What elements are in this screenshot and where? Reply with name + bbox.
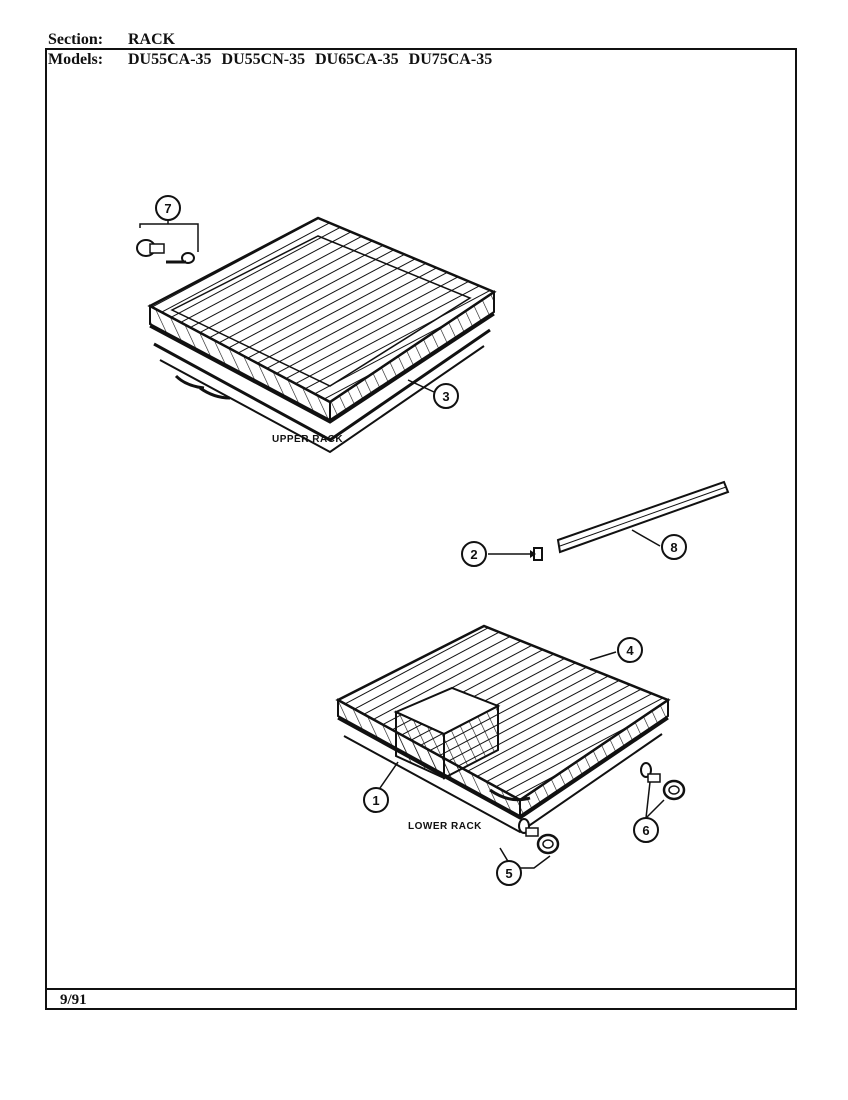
callout-4: 4 — [617, 637, 643, 663]
leader-line — [379, 761, 399, 789]
model-number: DU55CA-35 — [128, 51, 212, 68]
callout-6: 6 — [633, 817, 659, 843]
callout-8: 8 — [661, 534, 687, 560]
callout-5: 5 — [496, 860, 522, 886]
leader-arrow — [530, 550, 536, 558]
callout-7: 7 — [155, 195, 181, 221]
section-value: RACK — [128, 31, 176, 48]
callout-1: 1 — [363, 787, 389, 813]
leader-line — [631, 529, 661, 547]
callout-number: 4 — [626, 643, 634, 658]
callout-2: 2 — [461, 541, 487, 567]
model-number: DU75CA-35 — [408, 51, 493, 68]
leader-line — [589, 651, 617, 661]
upper-rack — [147, 216, 497, 454]
models-label: Models: — [48, 51, 104, 68]
roller-assembly-part — [136, 239, 195, 264]
model-number: DU55CN-35 — [221, 51, 306, 68]
callout-number: 1 — [372, 793, 379, 808]
upper-rack-caption: UPPER RACK — [272, 434, 343, 445]
rail-groove — [559, 486, 727, 547]
leader-line — [407, 379, 435, 393]
lower-rack — [335, 624, 671, 834]
callout-number: 7 — [164, 201, 171, 216]
section-line: Section: RACK — [48, 31, 175, 49]
callout-3: 3 — [433, 383, 459, 409]
footer-rule — [45, 988, 797, 990]
callout-number: 8 — [670, 540, 677, 555]
wheel-part-5 — [518, 818, 560, 855]
leader-line — [645, 781, 651, 819]
callout-number: 3 — [442, 389, 449, 404]
models-list: DU55CA-35 DU55CN-35 DU65CA-35 DU75CA-35 — [128, 51, 502, 68]
callout-number: 6 — [642, 823, 649, 838]
leader-line — [499, 847, 551, 869]
callout-number: 5 — [505, 866, 512, 881]
diagram-frame — [45, 48, 797, 1010]
footer-date: 9/91 — [60, 992, 87, 1008]
lower-rack-caption: LOWER RACK — [408, 821, 482, 832]
models-line: Models: DU55CA-35 DU55CN-35 DU65CA-35 DU75CA… — [48, 51, 502, 69]
model-number: DU65CA-35 — [315, 51, 399, 68]
wheel-part-6 — [640, 762, 686, 801]
callout-number: 2 — [470, 547, 477, 562]
leader-line — [139, 223, 199, 252]
section-label: Section: — [48, 31, 104, 48]
leader-line — [645, 799, 665, 819]
